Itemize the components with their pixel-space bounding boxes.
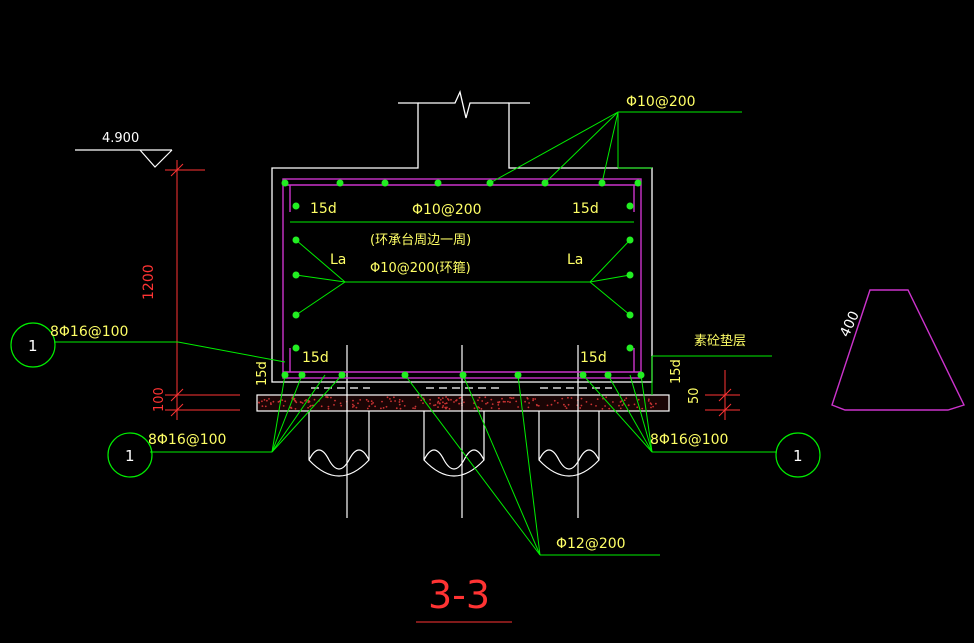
leader-lines	[55, 111, 776, 556]
rebar-top-label: Φ10@200	[626, 94, 696, 110]
section-title: 3-3	[428, 573, 490, 617]
rebar-left-top-label: 8Φ16@100	[50, 324, 128, 340]
label-15d-bottom-right: 15d	[580, 350, 607, 366]
dim-1200-text: 1200	[141, 264, 157, 300]
label-la-left: La	[330, 252, 346, 268]
rebar-right-bottom-label: 8Φ16@100	[650, 432, 728, 448]
label-15d-top-left: 15d	[310, 201, 337, 217]
level-mark-text: 4.900	[102, 131, 139, 146]
cushion-label: 素砼垫层	[694, 333, 746, 349]
label-15d-side-left: 15d	[255, 361, 270, 386]
piles	[308, 345, 612, 518]
rebar-bottom-label: Φ12@200	[556, 536, 626, 552]
callout-right-number: 1	[793, 447, 803, 465]
callout-left-top-number: 1	[28, 337, 38, 355]
dimension-lines	[165, 160, 740, 623]
concrete-cushion	[256, 394, 670, 412]
rebar-left-bottom-label: 8Φ16@100	[148, 432, 226, 448]
rebar-ring-label: Φ10@200(环箍)	[370, 260, 471, 276]
rebar-cage	[282, 178, 965, 411]
annotations: 4.900 1200 100 50 400 Φ10@200 Φ10@200 (环…	[28, 94, 863, 617]
rebar-mid-label: Φ10@200	[412, 202, 482, 218]
dim-100-text: 100	[152, 387, 167, 412]
callout-left-bottom-number: 1	[125, 447, 135, 465]
section-callouts	[10, 322, 821, 478]
rebar-dots	[281, 179, 645, 379]
dim-50-text: 50	[687, 387, 702, 404]
label-15d-bottom-left: 15d	[302, 350, 329, 366]
label-15d-top-right: 15d	[572, 201, 599, 217]
label-la-right: La	[567, 252, 583, 268]
label-15d-side-right: 15d	[669, 359, 684, 384]
rebar-ring-note: (环承台周边一周)	[370, 233, 471, 248]
level-mark	[75, 149, 173, 168]
